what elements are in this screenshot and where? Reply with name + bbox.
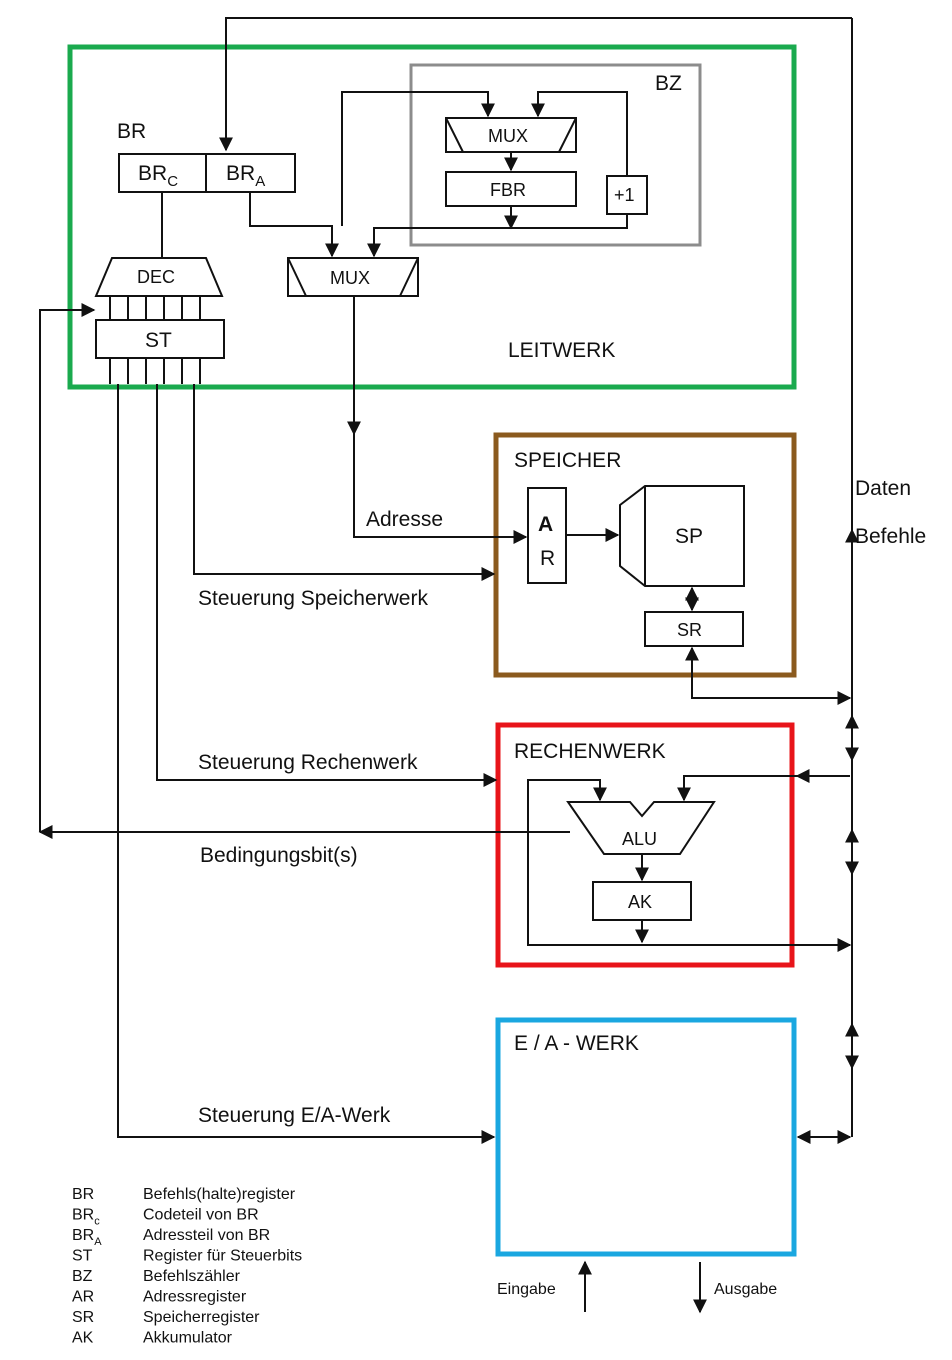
st-register [95,319,225,359]
alu [566,801,716,855]
ak-label: AK [628,892,652,912]
legend-abbr: BRA [72,1227,102,1248]
br-c-label: BRC [138,162,178,190]
bz-label: BZ [655,72,682,95]
steuerung-rechenwerk-label: Steuerung Rechenwerk [198,751,418,774]
steuerung-speicherwerk-label: Steuerung Speicherwerk [198,587,428,610]
mux-top [445,117,577,153]
st-label: ST [145,329,172,352]
legend-abbr: AK [72,1330,94,1347]
bedingungsbits-label: Bedingungsbit(s) [200,844,358,867]
mux-bottom [287,257,419,297]
br-a-label: BRA [226,162,265,190]
leitwerk-label: LEITWERK [508,339,615,362]
legend-description: Adressregister [143,1289,247,1306]
rechenwerk-frame [495,722,795,968]
sp-label: SP [675,525,703,548]
leitwerk-frame [67,44,797,390]
ar-r-label: R [540,547,555,570]
mux-top-label: MUX [488,126,528,146]
ea-werk-frame [495,1017,797,1257]
sr-register [644,611,744,647]
fbr-register [445,171,577,207]
bz-frame [409,63,702,247]
legend-description: Speicherregister [143,1309,260,1326]
legend-abbr: SR [72,1309,94,1326]
decoder-label: DEC [137,267,175,287]
ausgabe-label: Ausgabe [714,1281,777,1298]
legend-abbr: AR [72,1289,94,1306]
legend-description: Adressteil von BR [143,1227,270,1244]
rechenwerk-label: RECHENWERK [514,740,666,763]
br-label: BR [117,120,146,143]
legend-description: Akkumulator [143,1330,233,1347]
legend-abbr: BR [72,1186,94,1203]
legend-abbr: ST [72,1248,93,1265]
legend-description: Codeteil von BR [143,1207,259,1224]
ea-werk-label: E / A - WERK [514,1032,639,1055]
befehle-label: Befehle [855,525,926,548]
alu-label: ALU [622,829,657,849]
mux-bottom-label: MUX [330,268,370,288]
ar-a-label: A [538,513,553,536]
legend-description: Befehlszähler [143,1268,241,1285]
adresse-label: Adresse [366,508,443,531]
sr-label: SR [677,620,702,640]
speicher-label: SPEICHER [514,449,621,472]
legend-description: Register für Steuerbits [143,1248,302,1265]
decoder [94,257,224,297]
steuerung-ea-label: Steuerung E/A-Werk [198,1104,391,1127]
legend-description: Befehls(halte)register [143,1186,296,1203]
fbr-label: FBR [490,180,526,200]
daten-label: Daten [855,477,911,500]
eingabe-label: Eingabe [497,1281,556,1298]
legend-abbr: BZ [72,1268,93,1285]
speicher-frame [493,432,797,678]
legend-abbr: BRc [72,1207,100,1228]
increment-label: +1 [614,185,635,205]
